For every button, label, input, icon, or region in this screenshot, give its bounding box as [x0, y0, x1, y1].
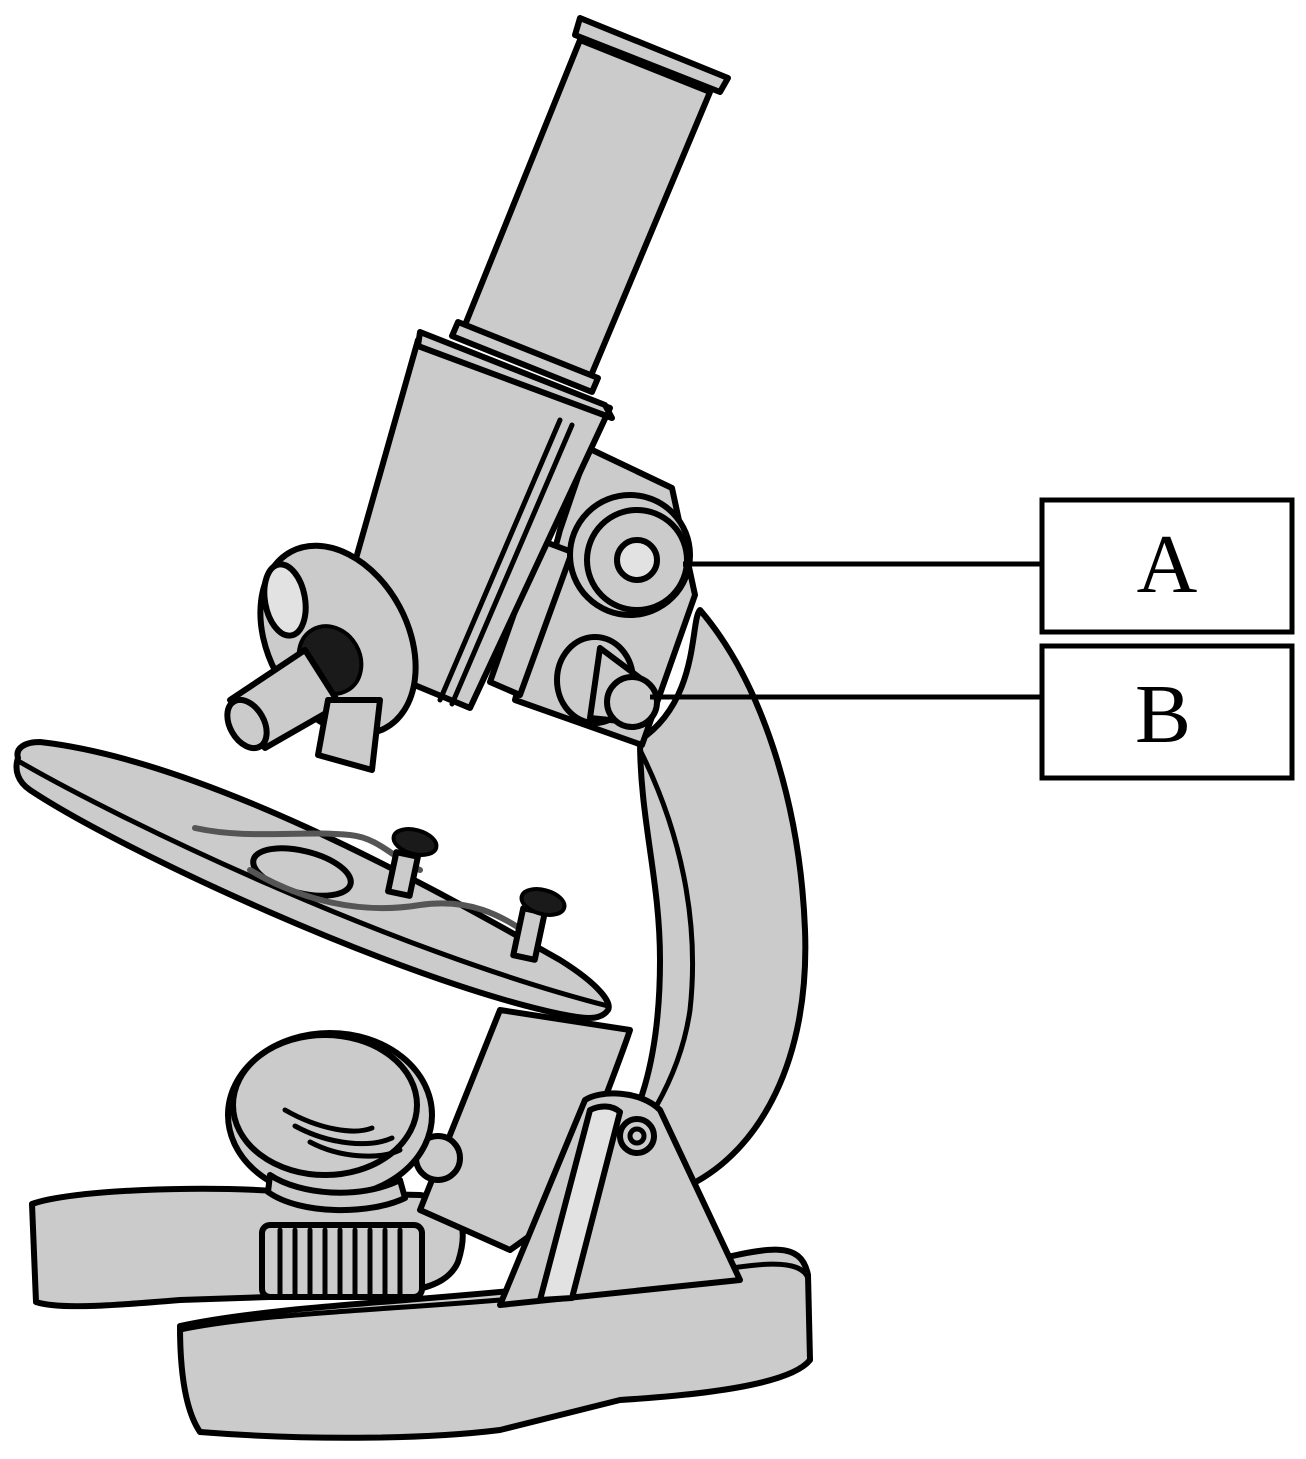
coarse-focus-knob — [567, 492, 693, 618]
stage — [13, 739, 612, 1021]
label-a-text: A — [1137, 518, 1198, 611]
label-b-box: B — [1039, 643, 1295, 781]
base-ribbed-wheel — [259, 1222, 425, 1300]
stage-clip-left — [385, 827, 439, 899]
mirror — [225, 1030, 463, 1214]
eyepiece — [449, 15, 731, 395]
fine-focus-knob — [554, 634, 660, 730]
microscope-base — [29, 1185, 813, 1441]
label-b-text: B — [1135, 668, 1191, 761]
stage-clip-right — [510, 887, 567, 963]
label-a-box: A — [1039, 497, 1295, 635]
microscope-arm — [417, 607, 809, 1308]
objective-lens-short — [315, 697, 383, 773]
